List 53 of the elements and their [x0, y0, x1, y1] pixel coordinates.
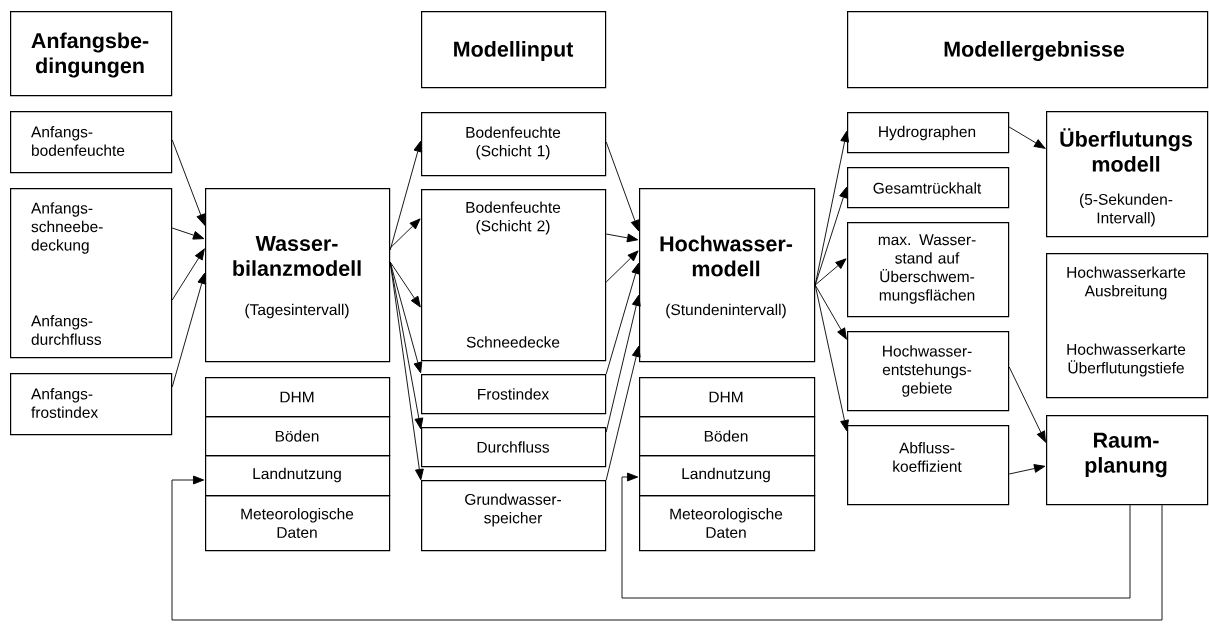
- model-box: Überflutungs modell (5-Sekunden- Intervall): [1046, 111, 1209, 238]
- input-box: Bodenfeuchte (Schicht 2) Schneedecke: [421, 189, 607, 362]
- input-box: Anfangs- schneebe- deckung Anfangs- durchfluss: [10, 188, 173, 359]
- input-box: Anfangs- frostindex: [10, 373, 173, 436]
- output-box: Hochwasser- entstehungs- gebiete: [847, 331, 1010, 412]
- feedback-arrow: [621, 472, 1131, 599]
- arrow: [605, 294, 641, 433]
- header-box: Modellergebnisse: [847, 11, 1209, 89]
- header-box: Anfangsbe- dingungen: [10, 11, 173, 97]
- data-cell: Landnutzung: [639, 455, 816, 497]
- arrow: [389, 140, 423, 251]
- arrow: [605, 345, 641, 481]
- header-box: Modellinput: [421, 11, 607, 89]
- output-box: Hydrographen: [847, 112, 1010, 154]
- arrow: [605, 250, 639, 283]
- input-box: Anfangs- bodenfeuchte: [10, 111, 173, 174]
- output-box: Abfluss- koeffizient: [847, 425, 1010, 506]
- arrow: [171, 227, 205, 240]
- arrow: [1008, 366, 1046, 443]
- arrow: [389, 261, 421, 308]
- arrow: [814, 186, 848, 286]
- arrow: [171, 248, 205, 301]
- model-box: Raum- planung: [1046, 415, 1209, 506]
- output-box: Hochwasserkarte Ausbreitung Hochwasserkarte Überflutungstiefe: [1046, 253, 1209, 399]
- input-box: Grundwasser- speicher: [421, 480, 607, 552]
- arrow: [814, 284, 847, 340]
- arrow: [814, 258, 847, 286]
- data-cell: DHM: [639, 377, 816, 418]
- arrow: [171, 272, 207, 388]
- arrow: [389, 261, 424, 481]
- arrow: [814, 284, 849, 432]
- arrow: [389, 218, 421, 249]
- data-cell: Landnutzung: [205, 455, 391, 497]
- data-cell: DHM: [205, 377, 391, 418]
- feedback-arrow: [171, 475, 1163, 621]
- arrow: [1008, 126, 1046, 149]
- arrow: [389, 261, 423, 374]
- model-box: Hochwasser- modell (Stundenintervall): [639, 188, 816, 363]
- input-box: Durchfluss: [421, 427, 607, 468]
- model-box: Wasser- bilanzmodell (Tagesintervall): [205, 188, 391, 363]
- data-cell: Meteorologische Daten: [639, 495, 816, 552]
- input-box: Frostindex: [421, 374, 607, 415]
- output-box: max. Wasser- stand auf Überschwem- mungsflächen: [847, 222, 1010, 318]
- data-cell: Böden: [639, 416, 816, 457]
- arrow: [605, 141, 640, 232]
- arrow: [605, 233, 639, 243]
- output-box: Gesamtrückhalt: [847, 167, 1010, 209]
- input-box: Bodenfeuchte (Schicht 1): [421, 112, 607, 177]
- data-cell: Meteorologische Daten: [205, 495, 391, 552]
- arrow: [1008, 464, 1046, 475]
- data-cell: Böden: [205, 416, 391, 457]
- arrow: [605, 262, 641, 375]
- arrow: [171, 139, 206, 226]
